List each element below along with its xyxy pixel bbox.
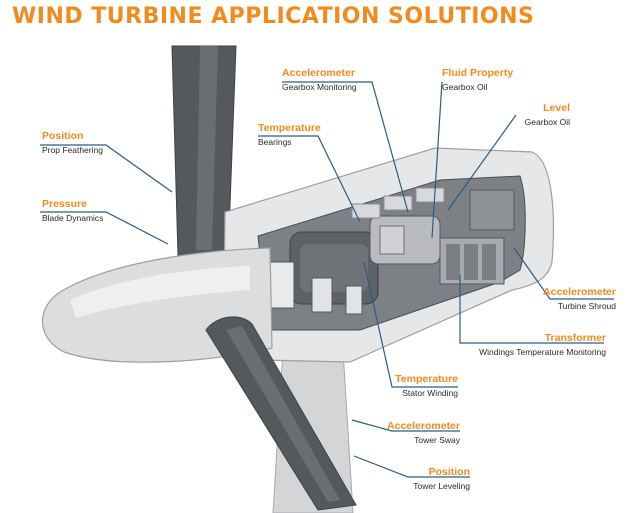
callout-title: Temperature [395, 373, 458, 385]
callout-pressure-blade: Pressure Blade Dynamics [42, 198, 103, 224]
callout-temperature-stator: Temperature Stator Winding [395, 373, 458, 399]
leader-accelerometer-shroud [513, 247, 614, 300]
callout-description: Stator Winding [402, 388, 458, 398]
callout-accelerometer-tower: Accelerometer Tower Sway [387, 420, 460, 446]
callout-description: Tower Sway [414, 435, 460, 445]
callout-title: Transformer [544, 332, 606, 344]
callout-position-tower: Position Tower Leveling [413, 466, 470, 492]
callout-description: Gearbox Monitoring [282, 82, 357, 92]
leader-temperature-stator [363, 261, 458, 388]
callout-accelerometer-shroud: Accelerometer Turbine Shroud [543, 286, 616, 312]
leader-accelerometer-tower [351, 419, 460, 432]
leader-fluid-property [431, 81, 443, 239]
callout-transformer: Transformer Windings Temperature Monitor… [479, 332, 606, 358]
leader-temperature-bearings [258, 135, 361, 223]
callout-title: Accelerometer [543, 286, 616, 298]
callout-title: Position [42, 130, 84, 142]
callout-temperature-bearings: Temperature Bearings [258, 122, 321, 148]
callout-title: Pressure [42, 198, 87, 210]
callout-accelerometer-gearbox: Accelerometer Gearbox Monitoring [282, 67, 357, 93]
callout-description: Blade Dynamics [42, 213, 104, 223]
callout-description: Windings Temperature Monitoring [479, 347, 606, 357]
callout-description: Gearbox Oil [442, 82, 488, 92]
callout-position-prop: Position Prop Feathering [42, 130, 103, 156]
page-title: WIND TURBINE APPLICATION SOLUTIONS [12, 4, 535, 29]
callout-title: Temperature [258, 122, 321, 134]
leader-position-prop [40, 144, 173, 193]
leader-position-tower [353, 455, 470, 478]
leader-level-oil [447, 114, 517, 211]
leader-pressure-blade [40, 211, 169, 245]
callout-description: Tower Leveling [413, 481, 470, 491]
callout-fluid-property: Fluid Property Gearbox Oil [442, 67, 513, 93]
callout-level-oil: Level Gearbox Oil [525, 102, 570, 128]
callout-description: Prop Feathering [42, 145, 103, 155]
leader-transformer [459, 275, 604, 344]
callout-title: Position [428, 466, 470, 478]
callout-description: Turbine Shroud [557, 301, 616, 311]
callout-title: Accelerometer [282, 67, 355, 79]
callout-description: Gearbox Oil [524, 117, 570, 127]
callout-title: Fluid Property [442, 67, 514, 79]
callout-description: Bearings [258, 137, 292, 147]
callout-title: Accelerometer [387, 420, 460, 432]
leader-accelerometer-gearbox [282, 81, 409, 213]
callout-title: Level [543, 102, 570, 114]
